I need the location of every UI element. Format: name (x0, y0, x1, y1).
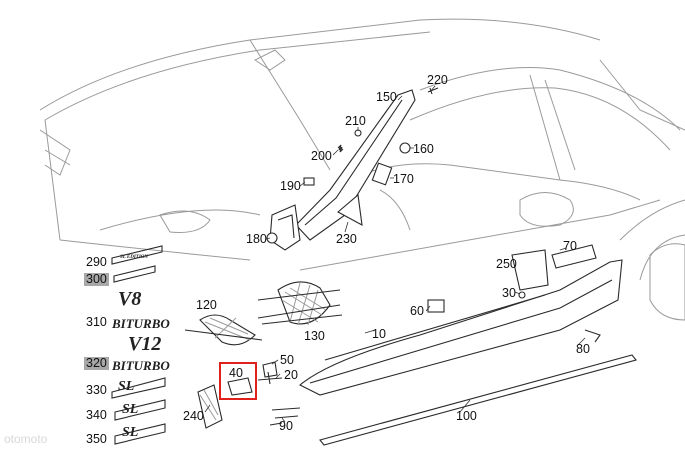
emblem-biturbo-1: BITURBO (111, 316, 170, 331)
label-230: 230 (336, 232, 357, 246)
label-340: 340 (86, 408, 107, 422)
leader-lines (204, 85, 586, 423)
label-60: 60 (410, 304, 424, 318)
svg-text:SL: SL (118, 379, 134, 394)
emblem-350: SL (114, 423, 166, 445)
label-290: 290 (86, 255, 107, 269)
label-210: 210 (345, 114, 366, 128)
side-sill-panel (299, 259, 623, 396)
label-330: 330 (86, 383, 107, 397)
clip-190 (303, 177, 315, 186)
label-310: 310 (86, 315, 107, 329)
label-300: 300 (84, 272, 109, 286)
part-250 (511, 249, 549, 291)
label-250: 250 (496, 257, 517, 271)
clip-160 (399, 142, 411, 154)
label-70: 70 (563, 239, 577, 253)
label-220: 220 (427, 73, 448, 87)
highlight-box-part-40 (219, 362, 257, 400)
svg-text:SL: SL (122, 402, 138, 417)
label-100: 100 (456, 409, 477, 423)
clip-80 (584, 329, 601, 343)
label-320: 320 (84, 356, 109, 370)
a-pillar-trim (269, 89, 416, 251)
part-240 (197, 384, 223, 429)
label-120: 120 (196, 298, 217, 312)
clip-20 (257, 371, 283, 385)
car-body-outline (39, 18, 685, 321)
emblem-300 (113, 265, 156, 283)
strip-100 (319, 354, 637, 446)
clip-50 (262, 361, 278, 378)
bracket-70 (551, 244, 597, 269)
emblem-290: SL EDITION (111, 245, 163, 265)
grille-120 (184, 314, 263, 346)
label-150: 150 (376, 90, 397, 104)
label-200: 200 (311, 149, 332, 163)
emblem-340: SL (114, 399, 166, 421)
watermark: otomoto (4, 432, 48, 446)
label-40: 40 (229, 366, 243, 380)
clips-90 (269, 407, 301, 426)
label-240: 240 (183, 409, 204, 423)
clip-60 (427, 299, 445, 313)
mirror-triangle-cover (337, 193, 363, 226)
svg-text:SL: SL (122, 425, 138, 440)
spring-200 (337, 144, 344, 153)
label-160: 160 (413, 142, 434, 156)
svg-text:SL EDITION: SL EDITION (120, 255, 148, 260)
label-90: 90 (279, 419, 293, 433)
emblem-biturbo-2: BITURBO (111, 358, 170, 373)
clip-30 (518, 291, 526, 299)
label-80: 80 (576, 342, 590, 356)
emblem-330: SL (111, 377, 166, 399)
label-20: 20 (284, 368, 298, 382)
label-130: 130 (304, 329, 325, 343)
label-50: 50 (280, 353, 294, 367)
label-10: 10 (372, 327, 386, 341)
label-190: 190 (280, 179, 301, 193)
emblem-v8: V8 (118, 288, 141, 310)
part-40 (227, 377, 253, 396)
emblem-v12: V12 (128, 333, 161, 355)
clip-180 (266, 232, 278, 244)
grille-130 (257, 281, 343, 326)
label-180: 180 (246, 232, 267, 246)
bracket-170 (371, 162, 393, 186)
label-30: 30 (502, 286, 516, 300)
label-170: 170 (393, 172, 414, 186)
label-350: 350 (86, 432, 107, 446)
